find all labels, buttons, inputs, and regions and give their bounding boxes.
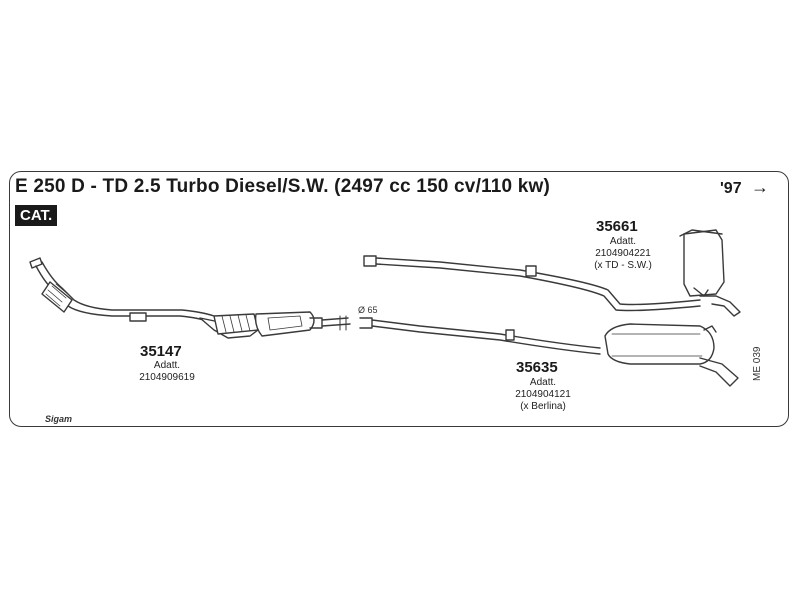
flex-joint <box>41 281 73 313</box>
part-code-rear-berlina: 35635 <box>516 359 558 376</box>
part-number-rear-berlina: 2104904121 <box>515 389 571 400</box>
page-title: E 250 D - TD 2.5 Turbo Diesel/S.W. (2497… <box>15 176 551 197</box>
rear-muffler-sw <box>683 229 725 297</box>
catalyst <box>199 311 351 339</box>
part-adatt-rear-sw: Adatt. <box>609 236 637 247</box>
part-code-rear-sw: 35661 <box>596 218 638 235</box>
diameter-label: Ø 65 <box>358 305 378 315</box>
diagram-panel <box>9 171 789 427</box>
brand-logo: Sigam <box>45 414 73 424</box>
part-adatt-front: Adatt. <box>153 360 181 371</box>
reference-code: ME 039 <box>752 346 763 381</box>
cat-badge: CAT. <box>15 205 58 226</box>
part-note-rear-sw: (x TD - S.W.) <box>594 260 652 271</box>
arrow-right-icon: → <box>751 177 769 197</box>
front-pipe <box>29 257 215 323</box>
part-code-front: 35147 <box>140 343 182 360</box>
part-number-front: 2104909619 <box>139 372 195 383</box>
part-number-rear-sw: 2104904221 <box>595 248 651 259</box>
rear-pipe-sw <box>363 229 741 317</box>
middle-pipe <box>359 317 601 355</box>
part-note-rear-berlina: (x Berlina) <box>520 401 566 412</box>
rear-muffler-berlina <box>604 323 739 387</box>
year-label: '97 <box>720 180 742 197</box>
part-adatt-rear-berlina: Adatt. <box>529 377 557 388</box>
